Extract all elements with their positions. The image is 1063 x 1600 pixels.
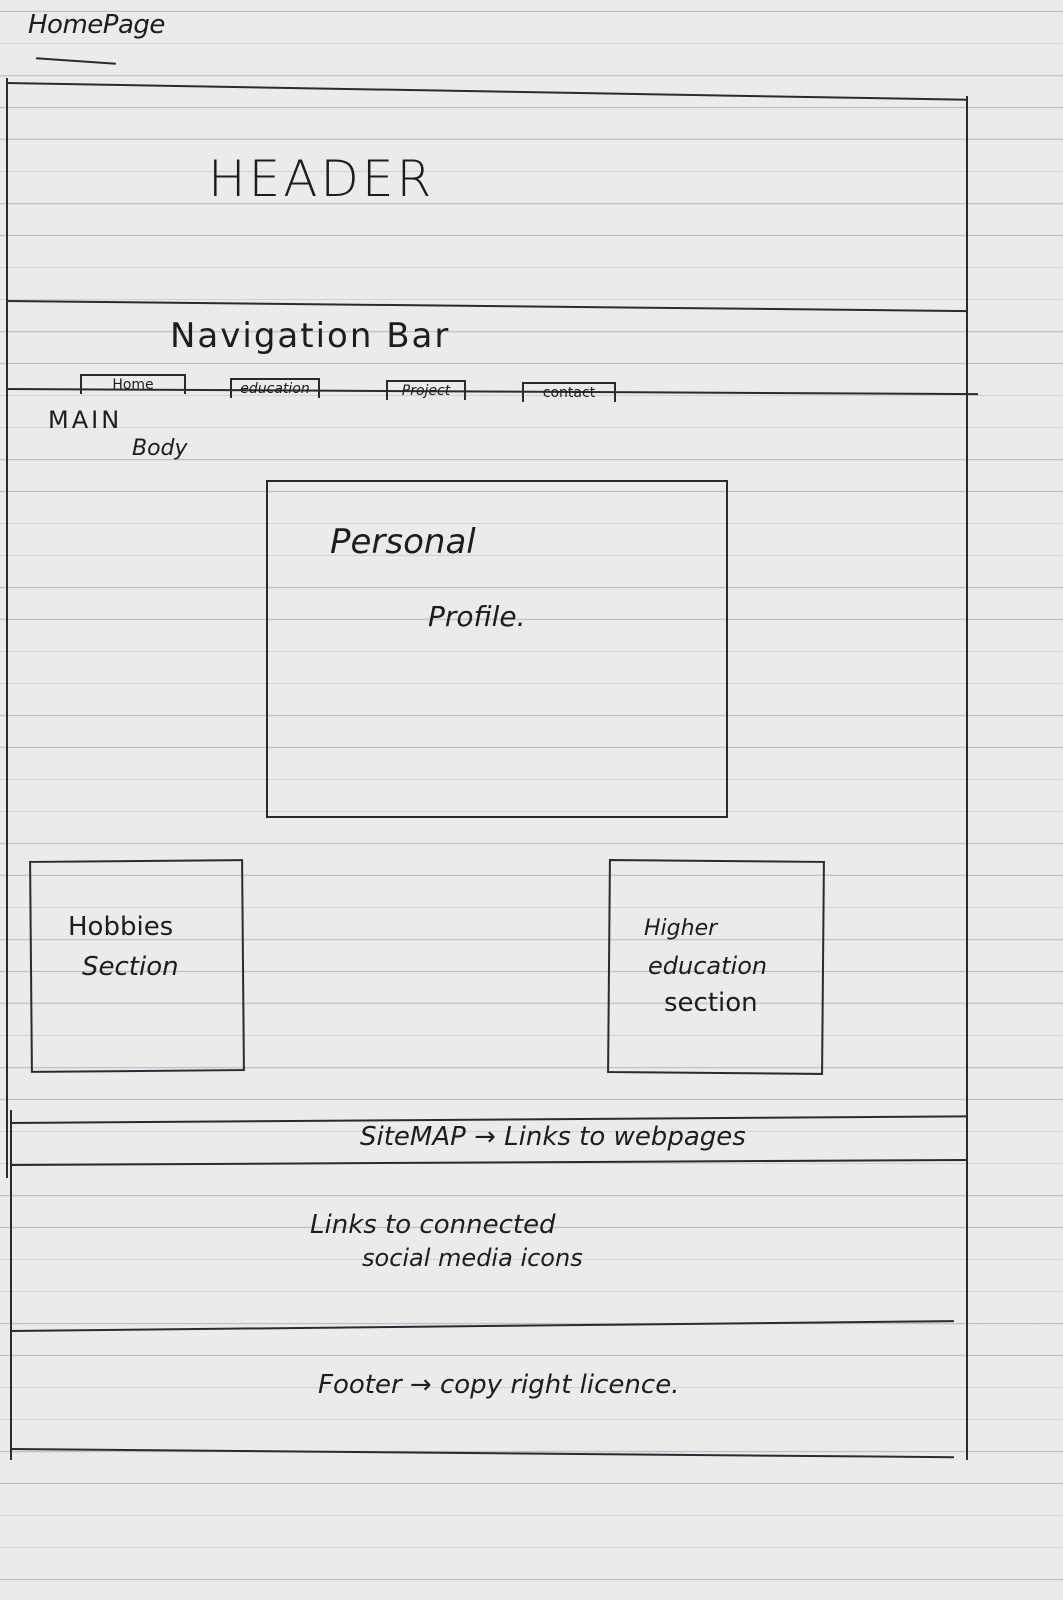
frame-left-line-lower: [10, 1110, 12, 1460]
personal-profile-label-2: Profile.: [428, 600, 526, 633]
nav-button-education[interactable]: education: [230, 378, 320, 398]
main-body-label-2: Body: [132, 436, 188, 461]
personal-profile-box: [266, 480, 728, 818]
sitemap-label: SiteMAP → Links to webpages: [360, 1122, 746, 1152]
frame-left-line: [6, 78, 8, 1178]
nav-button-home[interactable]: Home: [80, 374, 186, 394]
personal-profile-label: Personal: [330, 522, 476, 562]
social-links-label-2: social media icons: [362, 1244, 583, 1272]
hobbies-section-label: Hobbies: [68, 912, 174, 942]
nav-button-contact[interactable]: contact: [522, 382, 616, 402]
footer-label: Footer → copy right licence.: [318, 1370, 680, 1400]
higher-education-label: Higher: [644, 916, 718, 941]
higher-education-label-3: section: [664, 988, 758, 1018]
frame-right-line-upper: [966, 96, 968, 396]
main-body-label: MAIN: [48, 406, 123, 434]
frame-right-line: [966, 394, 968, 1460]
navigation-bar-label: Navigation Bar: [170, 316, 451, 356]
social-links-label: Links to connected: [310, 1210, 556, 1240]
header-label: HEADER: [208, 150, 435, 208]
page-title: HomePage: [28, 10, 165, 40]
hobbies-section-label-2: Section: [82, 952, 179, 982]
higher-education-label-2: education: [648, 952, 768, 980]
nav-button-project[interactable]: Project: [386, 380, 466, 400]
